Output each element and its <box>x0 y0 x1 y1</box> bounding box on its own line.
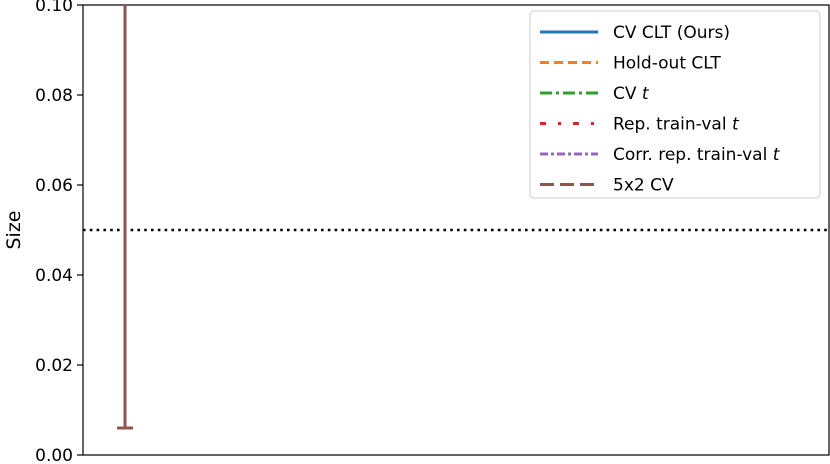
y-tick-label: 0.10 <box>35 0 73 16</box>
legend-label: Hold-out CLT <box>613 54 721 74</box>
legend-label: Rep. train-val t <box>613 115 740 135</box>
y-tick-label: 0.04 <box>35 266 73 286</box>
legend-label: CV CLT (Ours) <box>613 23 730 43</box>
legend: CV CLT (Ours) Hold-out CLT CV t Rep. train-… <box>529 10 821 199</box>
y-tick-label: 0.06 <box>35 176 73 196</box>
legend-box <box>529 10 821 199</box>
y-axis: 0.00 0.02 0.04 0.06 0.08 0.10 <box>35 0 83 464</box>
legend-label: Corr. rep. train-val t <box>613 145 781 165</box>
legend-label: 5x2 CV <box>613 176 674 196</box>
y-tick-label: 0.08 <box>35 86 73 106</box>
legend-label: CV t <box>613 84 650 104</box>
y-tick-label: 0.00 <box>35 446 73 464</box>
y-axis-label: Size <box>3 210 25 249</box>
y-tick-label: 0.02 <box>35 356 73 376</box>
plot-area <box>82 4 830 456</box>
